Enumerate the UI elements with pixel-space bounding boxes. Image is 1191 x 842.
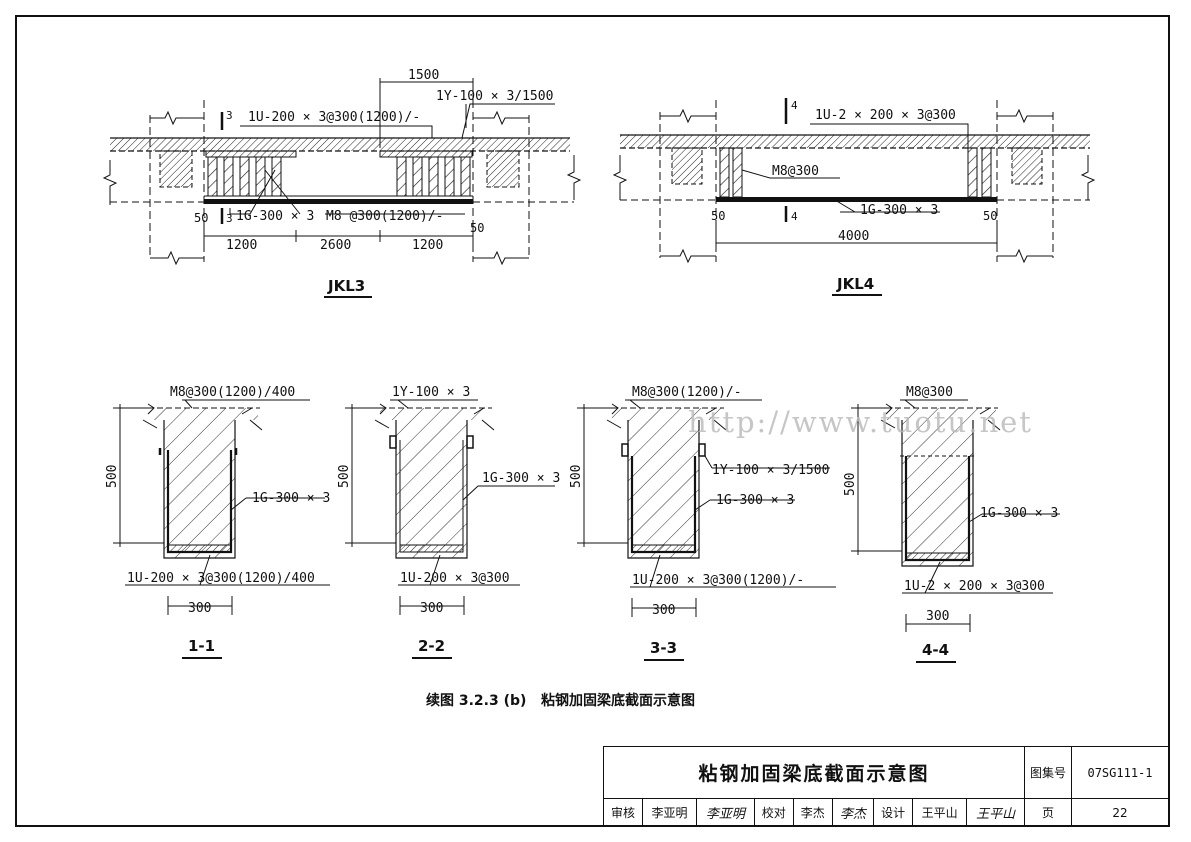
design-label: 设计 — [873, 798, 914, 827]
jkl3-section-mark-top: 3 — [226, 109, 233, 122]
section-1-1-width: 300 — [188, 601, 211, 616]
section-4-4 — [851, 399, 1060, 632]
title-block: 粘钢加固梁底截面示意图 图集号 07SG111-1 审核 李亚明 李亚明 校对 … — [603, 746, 1169, 827]
section-2-2-height: 500 — [337, 465, 352, 488]
drawing-title: 粘钢加固梁底截面示意图 — [603, 746, 1025, 799]
review-label: 审核 — [603, 798, 643, 827]
title-block-table: 粘钢加固梁底截面示意图 图集号 07SG111-1 审核 李亚明 李亚明 校对 … — [603, 746, 1169, 827]
section-1-1-top-note: M8@300(1200)/400 — [170, 385, 295, 400]
section-2-2-width: 300 — [420, 601, 443, 616]
jkl3-dim-1200-right: 1200 — [412, 238, 443, 253]
jkl4-note-g: 1G-300 × 3 — [860, 203, 938, 218]
jkl4-note-u: 1U-2 × 200 × 3@300 — [815, 108, 956, 123]
jkl4-label: JKL4 — [836, 275, 874, 293]
section-1-1-height: 500 — [105, 465, 120, 488]
jkl3-dim-50-left: 50 — [194, 211, 208, 225]
section-3-3-width: 300 — [652, 603, 675, 618]
section-3-3-top-note: M8@300(1200)/- — [632, 385, 742, 400]
jkl4-section-mark-top: 4 — [791, 99, 798, 112]
jkl3-section-mark-bottom: 3 — [226, 212, 233, 225]
section-2-2-side-note: 1G-300 × 3 — [482, 471, 560, 486]
jkl3-dim-top: 1500 — [408, 68, 439, 83]
jkl4-elevation — [612, 98, 1096, 264]
jkl4-section-mark-bottom: 4 — [791, 210, 798, 223]
jkl3-elevation — [102, 78, 582, 266]
checker-signature: 李杰 — [831, 798, 875, 827]
jkl3-note-y: 1Y-100 × 3/1500 — [436, 89, 553, 104]
jkl3-dim-2600: 2600 — [320, 238, 351, 253]
designer-name: 王平山 — [912, 798, 968, 827]
designer-signature: 王平山 — [966, 798, 1025, 827]
section-2-2 — [345, 399, 555, 615]
section-3-3-height: 500 — [569, 465, 584, 488]
jkl4-note-m: M8@300 — [772, 164, 819, 179]
section-1-1-label: 1-1 — [188, 637, 215, 655]
section-2-2-bottom-note: 1U-200 × 3@300 — [400, 571, 510, 586]
section-2-2-top-note: 1Y-100 × 3 — [392, 385, 470, 400]
reviewer-name: 李亚明 — [641, 798, 697, 827]
atlas-number: 07SG111-1 — [1071, 746, 1169, 799]
section-3-3-side-note-y: 1Y-100 × 3/1500 — [712, 463, 829, 478]
reviewer-signature: 李亚明 — [695, 798, 755, 827]
check-label: 校对 — [753, 798, 794, 827]
section-4-4-side-note: 1G-300 × 3 — [980, 506, 1058, 521]
atlas-label: 图集号 — [1024, 746, 1072, 799]
figure-caption: 续图 3.2.3 (b) 粘钢加固梁底截面示意图 — [426, 692, 695, 709]
section-4-4-top-note: M8@300 — [906, 385, 953, 400]
jkl3-dim-1200-left: 1200 — [226, 238, 257, 253]
section-3-3-label: 3-3 — [650, 639, 677, 657]
section-3-3 — [577, 399, 836, 617]
section-1-1 — [113, 399, 330, 615]
jkl4-dim-50-left: 50 — [711, 209, 725, 223]
jkl3-label: JKL3 — [327, 277, 365, 295]
section-4-4-bottom-note: 1U-2 × 200 × 3@300 — [904, 579, 1045, 594]
section-1-1-bottom-note: 1U-200 × 3@300(1200)/400 — [127, 571, 315, 586]
section-4-4-width: 300 — [926, 609, 949, 624]
watermark: http://www.tuotu.net — [688, 405, 1033, 439]
section-3-3-side-note: 1G-300 × 3 — [716, 493, 794, 508]
section-4-4-label: 4-4 — [922, 641, 949, 659]
sheet-border — [15, 15, 1170, 827]
section-1-1-side-note: 1G-300 × 3 — [252, 491, 330, 506]
section-2-2-label: 2-2 — [418, 637, 445, 655]
jkl3-note-g: 1G-300 × 3 — [236, 209, 314, 224]
section-3-3-bottom-note: 1U-200 × 3@300(1200)/- — [632, 573, 804, 588]
jkl3-dim-50-right: 50 — [470, 221, 484, 235]
section-4-4-height: 500 — [843, 473, 858, 496]
jkl4-dim-4000: 4000 — [838, 229, 869, 244]
page-number: 22 — [1071, 798, 1169, 827]
jkl3-note-m: M8 @300(1200)/- — [326, 209, 443, 224]
checker-name: 李杰 — [792, 798, 833, 827]
jkl4-dim-50-right: 50 — [983, 209, 997, 223]
page-label: 页 — [1024, 798, 1072, 827]
jkl3-note-u: 1U-200 × 3@300(1200)/- — [248, 110, 420, 125]
